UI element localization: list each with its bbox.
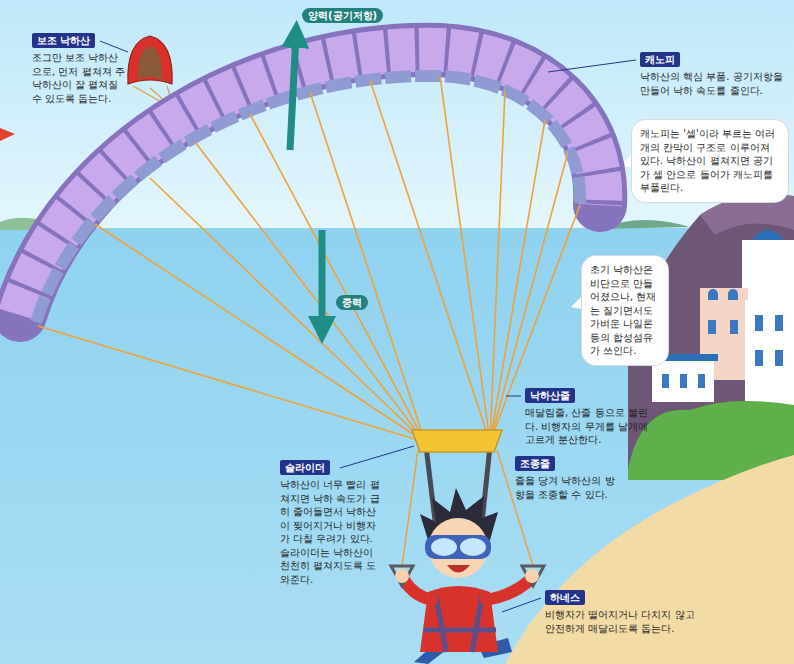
callout: 캐노피낙하산의 핵심 부품. 공기저항을 만들어 낙하 속도를 줄인다.	[640, 52, 788, 97]
toggle	[522, 566, 544, 586]
arm	[404, 580, 432, 600]
window	[775, 315, 783, 331]
line	[370, 80, 490, 442]
callout: 슬라이더낙하산이 너무 빨리 펼쳐지면 낙하 속도가 급히 줄어들면서 낙하산이…	[280, 460, 385, 586]
bubble-text: 캐노피는 '셀'이라 부르는 여러 개의 칸막이 구조로 이루어져 있다. 낙하…	[640, 127, 780, 195]
line	[490, 90, 505, 442]
callout-heading: 캐노피	[640, 52, 680, 67]
callout-text: 줄을 당겨 낙하산의 방향을 조종할 수 있다.	[515, 474, 623, 501]
callout-text: 비행자가 떨어지거나 다치지 않고 안전하게 매달리도록 돕는다.	[545, 608, 695, 635]
line	[150, 178, 425, 442]
callout-text: 매달림줄, 산줄 등으로 불린다. 비행자의 무게를 날개에 고르게 분산한다.	[525, 406, 660, 447]
callout-text: 낙하산이 너무 빨리 펼쳐지면 낙하 속도가 급히 줄어들면서 낙하산이 찢어지…	[280, 478, 385, 586]
callout-heading: 하네스	[545, 590, 585, 605]
canopy	[20, 50, 600, 322]
control-line	[402, 450, 418, 566]
window	[708, 320, 716, 334]
speech-bubble: 캐노피는 '셀'이라 부르는 여러 개의 칸막이 구조로 이루어져 있다. 낙하…	[632, 120, 788, 202]
callout-heading: 슬라이더	[280, 460, 330, 475]
line	[490, 205, 580, 442]
dome	[752, 230, 784, 240]
leader-line	[100, 41, 128, 52]
callout-heading: 보조 낙하산	[32, 33, 95, 48]
callout-text: 낙하산의 핵심 부품. 공기저항을 만들어 낙하 속도를 줄인다.	[640, 70, 788, 97]
lift-arrow	[290, 34, 296, 150]
goggle-lens	[431, 538, 457, 556]
line	[38, 326, 425, 442]
line	[95, 224, 425, 442]
bubble-text: 초기 낙하산은 비단으로 만들어졌으나, 현재는 질기면서도 가벼운 나일론 등…	[590, 263, 660, 358]
window	[680, 374, 687, 388]
line	[250, 114, 425, 442]
speech-bubble: 초기 낙하산은 비단으로 만들어졌으나, 현재는 질기면서도 가벼운 나일론 등…	[582, 256, 668, 365]
callout: 조종줄줄을 당겨 낙하산의 방향을 조종할 수 있다.	[515, 456, 623, 501]
toggle	[391, 566, 413, 586]
building	[742, 240, 794, 300]
window	[755, 315, 763, 331]
leader-line	[340, 446, 414, 468]
canopy-underside	[36, 76, 580, 322]
window	[662, 374, 669, 388]
line	[440, 76, 490, 442]
leader-lines	[100, 41, 636, 612]
line	[195, 142, 425, 442]
goggles	[425, 535, 491, 559]
callout-heading: 낙하산줄	[525, 388, 575, 403]
suspension-lines	[38, 76, 580, 442]
goggle-lens	[460, 538, 486, 556]
force-label: 중력	[342, 296, 362, 309]
callout: 하네스비행자가 떨어지거나 다치지 않고 안전하게 매달리도록 돕는다.	[545, 590, 695, 635]
line	[310, 92, 425, 442]
hand	[525, 569, 539, 583]
callout-heading: 조종줄	[515, 456, 555, 471]
force-label-box: 중력	[336, 295, 368, 310]
window	[730, 320, 738, 334]
arm	[486, 580, 530, 600]
hand	[395, 569, 409, 583]
callout: 보조 낙하산조그만 보조 낙하산으로, 먼저 펼쳐져 주 낙하산이 잘 펼쳐질 …	[32, 33, 128, 105]
leader-line	[548, 60, 636, 72]
window	[698, 374, 705, 388]
leader-line	[506, 396, 521, 397]
window	[708, 289, 738, 300]
beach	[505, 455, 794, 664]
slider	[412, 430, 502, 452]
pilot-chute-inner	[138, 46, 162, 80]
building	[652, 360, 714, 402]
window	[775, 350, 783, 366]
pilot-chute-dome	[128, 36, 172, 84]
callout-text: 조그만 보조 낙하산으로, 먼저 펼쳐져 주 낙하산이 잘 펼쳐질 수 있도록 …	[32, 51, 128, 105]
mouth	[447, 565, 470, 573]
force-label: 양력(공기저항)	[308, 9, 377, 22]
force-label-box: 양력(공기저항)	[302, 8, 383, 23]
gravity-arrow	[319, 230, 326, 330]
window	[755, 350, 763, 366]
red-arrow	[0, 128, 15, 141]
callout: 낙하산줄매달림줄, 산줄 등으로 불린다. 비행자의 무게를 날개에 고르게 분…	[525, 388, 660, 447]
